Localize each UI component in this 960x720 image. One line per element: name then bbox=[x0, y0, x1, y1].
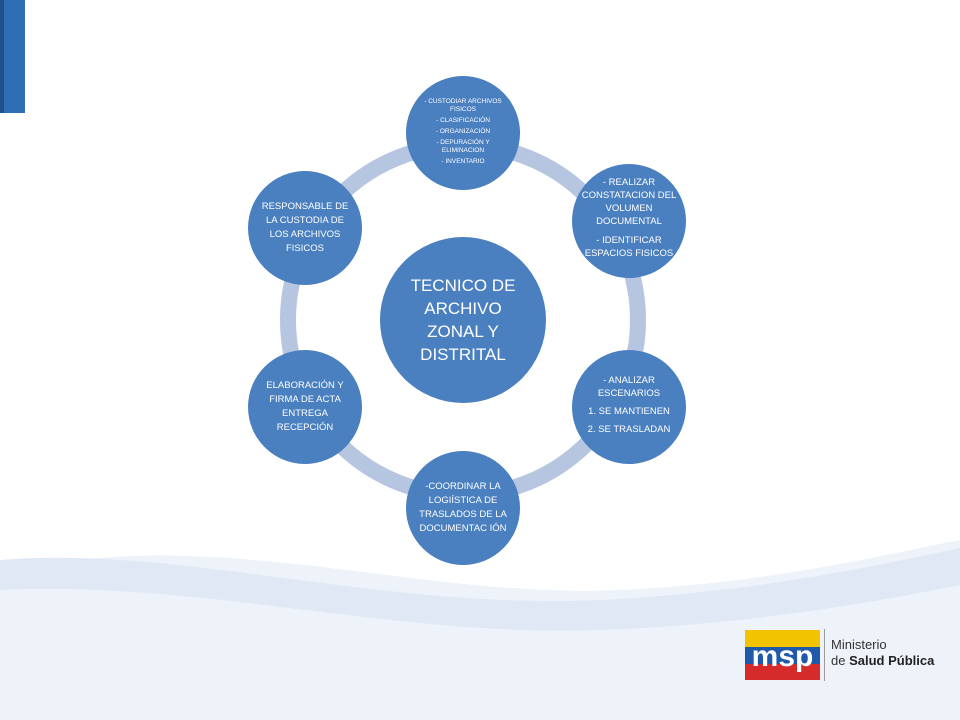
node-custodiar: - CUSTODIAR ARCHIVOS FISICOS - CLASIFICA… bbox=[406, 76, 520, 190]
node-line: - CLASIFICACIÓN bbox=[436, 116, 490, 124]
node-line: -COORDINAR LA LOGIÍSTICA DE TRASLADOS DE… bbox=[419, 481, 507, 534]
accent-bar-dark bbox=[0, 0, 4, 113]
bottom-wave bbox=[0, 548, 960, 631]
node-line: - INVENTARIO bbox=[441, 157, 485, 165]
node-elaboracion: ELABORACIÓN Y FIRMA DE ACTA ENTREGA RECE… bbox=[248, 350, 362, 464]
accent-bar bbox=[4, 0, 25, 113]
logo-mark-letters: msp bbox=[752, 640, 814, 673]
node-line: - DEPURACIÓN Y ELIMINACION bbox=[436, 138, 490, 154]
logo-line-1: Ministerio bbox=[831, 637, 887, 652]
node-responsable: RESPONSABLE DE LA CUSTODIA DE LOS ARCHIV… bbox=[248, 171, 362, 285]
node-line: - ANALIZAR ESCENARIOS bbox=[597, 374, 661, 399]
logo-separator bbox=[824, 629, 825, 681]
node-line: ELABORACIÓN Y FIRMA DE ACTA ENTREGA RECE… bbox=[266, 380, 344, 433]
center-line: ZONAL Y bbox=[427, 322, 499, 341]
node-line: - IDENTIFICAR ESPACIOS FISICOS bbox=[584, 235, 674, 259]
center-line: ARCHIVO bbox=[424, 299, 502, 318]
node-coordinar: -COORDINAR LA LOGIÍSTICA DE TRASLADOS DE… bbox=[406, 451, 520, 565]
msp-logo-mark: msp bbox=[745, 630, 820, 680]
node-line: 1. SE MANTIENEN bbox=[588, 405, 670, 417]
logo-line-2: de Salud Pública bbox=[831, 653, 934, 669]
node-line: - REALIZAR CONSTATACION DEL VOLUMEN DOCU… bbox=[581, 177, 677, 227]
node-line: RESPONSABLE DE LA CUSTODIA DE LOS ARCHIV… bbox=[261, 201, 349, 254]
logo-text: Ministerio de Salud Pública bbox=[831, 637, 934, 669]
ministry-logo: msp Ministerio de Salud Pública bbox=[745, 625, 945, 685]
node-realizar: - REALIZAR CONSTATACION DEL VOLUMEN DOCU… bbox=[572, 164, 686, 278]
node-line: 2. SE TRASLADAN bbox=[587, 423, 671, 435]
node-line: - CUSTODIAR ARCHIVOS FISICOS bbox=[424, 97, 502, 113]
node-line: - ORGANIZACIÓN bbox=[435, 127, 491, 135]
node-analizar: - ANALIZAR ESCENARIOS 1. SE MANTIENEN 2.… bbox=[572, 350, 686, 464]
center-node: TECNICO DE ARCHIVO ZONAL Y DISTRITAL bbox=[380, 237, 546, 403]
logo-line-2-bold: Salud Pública bbox=[849, 653, 935, 668]
center-line: TECNICO DE bbox=[410, 276, 516, 295]
center-line: DISTRITAL bbox=[420, 345, 506, 364]
logo-line-2-prefix: de bbox=[831, 653, 850, 668]
